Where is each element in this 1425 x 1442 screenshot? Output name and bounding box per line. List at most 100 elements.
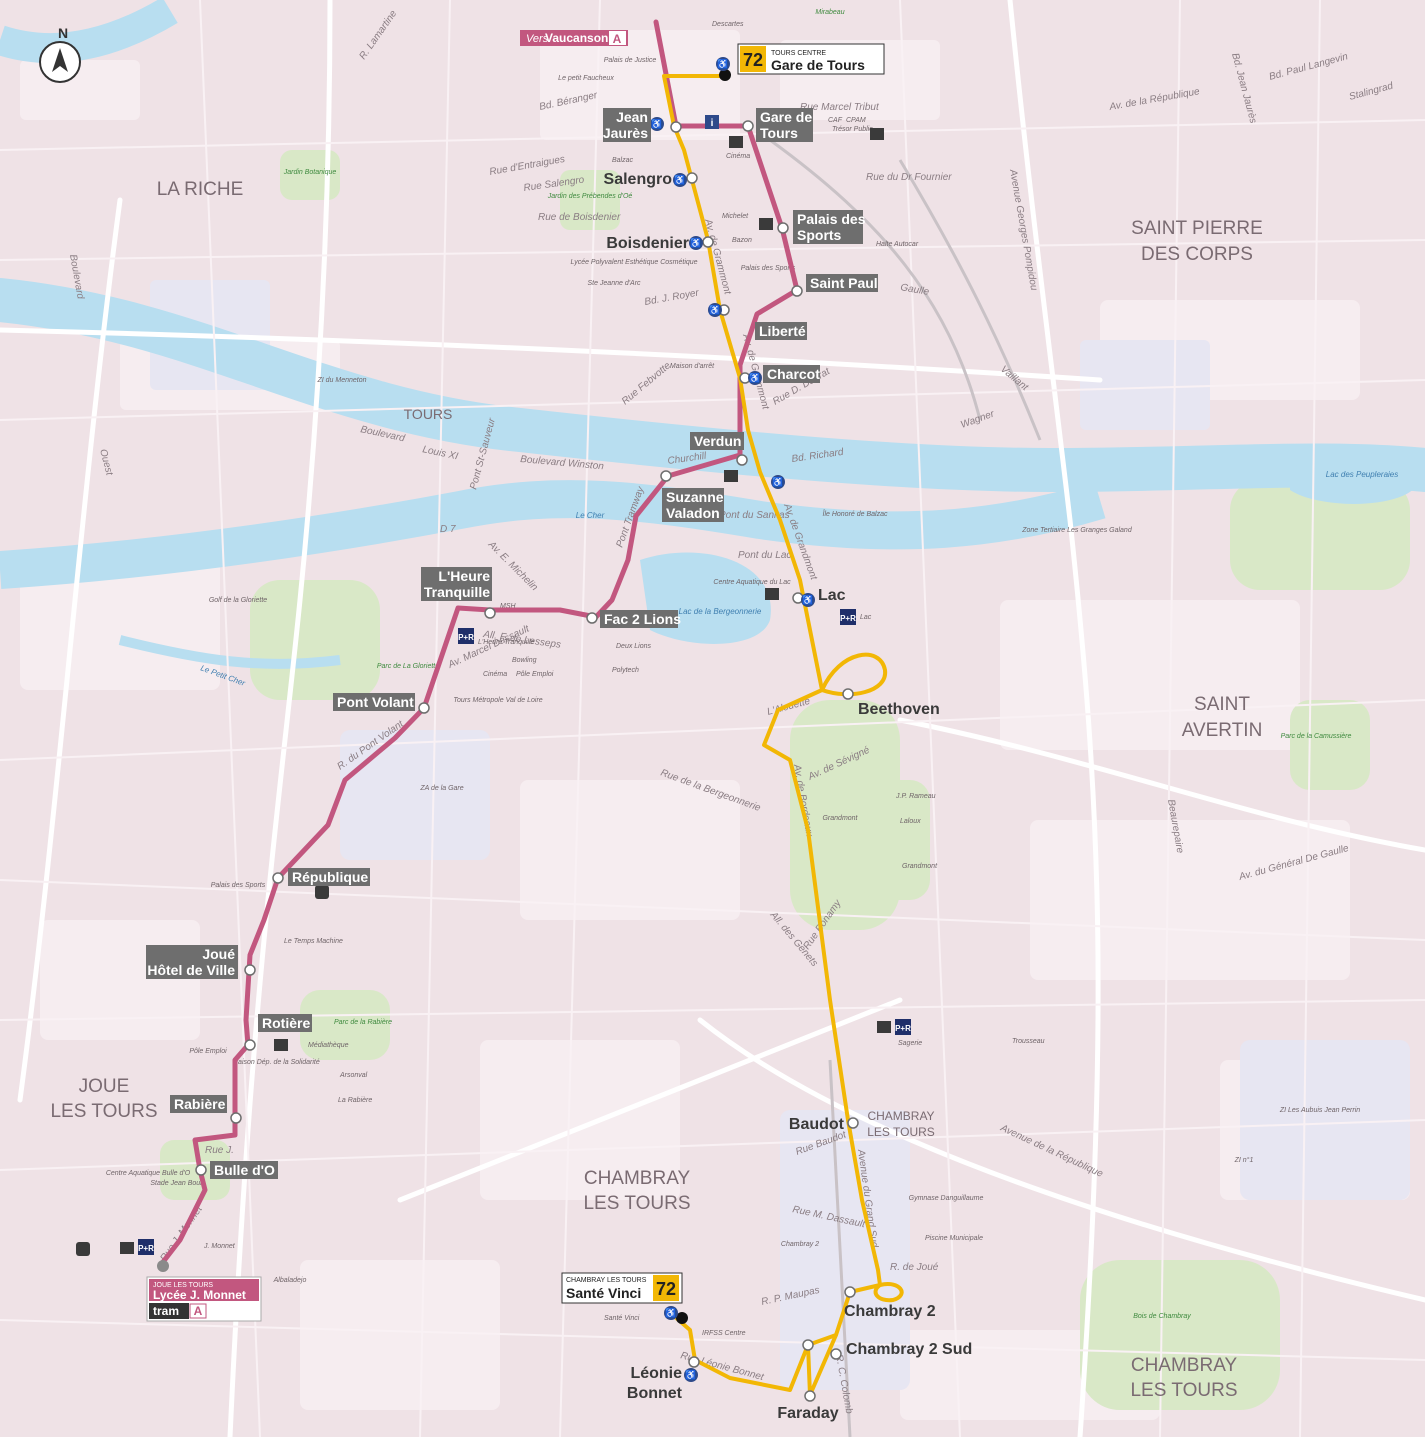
svg-text:Rotière: Rotière [262,1015,310,1031]
stop-dot-fac[interactable] [586,612,598,624]
stop-labels[interactable]: Jean Jaurès Gare de Tours Salengro Palai… [146,108,972,1422]
svg-text:Tours: Tours [760,125,798,141]
stop-rabiere[interactable]: Rabière [170,1095,227,1113]
stop-chambray-2-sud[interactable]: Chambray 2 Sud [846,1341,972,1358]
stop-beethoven[interactable]: Beethoven [858,701,940,718]
poi-stade: Stade Jean Bouin [150,1180,205,1187]
stop-gare-tours[interactable]: Gare de Tours [756,108,813,142]
terminus-dot-monnet[interactable] [157,1260,169,1272]
stop-liberte[interactable]: Liberté [755,322,807,340]
label-parc-rabiere: Parc de la Rabière [334,1019,392,1026]
stop-dot-chambray-2-sud[interactable] [830,1348,842,1360]
line-number-south: 72 [656,1279,676,1299]
stop-dot-jean-jaures[interactable] [670,121,682,133]
accessible-icons: ♿ ♿ ♿ ♿ ♿ ♿ ♿ ♿ ♿ ♿ [650,57,815,1382]
stop-saint-paul[interactable]: Saint Paul [806,274,878,292]
poi-gymnase: Gymnase Danguillaume [909,1195,984,1202]
street-pont-lac: Pont du Lac [738,550,791,561]
stop-rotiere[interactable]: Rotière [258,1014,312,1032]
area-saint-pierre-2: DES CORPS [1141,244,1253,265]
stop-jean-jaures[interactable]: Jean Jaurès [603,108,651,142]
street-de-joue: R. de Joué [890,1262,939,1273]
street-rue-j: Rue J. [205,1145,234,1156]
poi-piscine: Piscine Municipale [925,1235,983,1242]
stop-dot-beethoven[interactable] [842,688,854,700]
label-mirabeau: Mirabeau [815,9,844,16]
stop-baudot[interactable]: Baudot [789,1116,845,1133]
street-churchill: Churchill [667,451,708,467]
stop-dot-verdun[interactable] [736,454,748,466]
poi-grandmont2: Grandmont [902,863,938,870]
stop-joue-hdv[interactable]: Joué Hôtel de Ville [146,945,238,979]
poi-lac-park: Lac [860,614,872,621]
tram-direction-sign: Vers Vaucanson A [520,30,628,46]
area-joue-2: LES TOURS [50,1101,157,1122]
poi-za-gare: ZA de la Gare [419,785,463,792]
stop-dot-baudot[interactable] [847,1117,859,1129]
stop-dot-saint-paul[interactable] [791,285,803,297]
stop-boisdenier[interactable]: Boisdenier [606,235,689,252]
poi-msh: MSH [500,603,517,610]
poi-cpam: CPAM [846,117,866,124]
stop-dot-gare[interactable] [742,120,754,132]
wheelchair-icon: ♿ [772,476,783,487]
stop-dot-pont-volant[interactable] [418,702,430,714]
stop-verdun[interactable]: Verdun [690,432,744,450]
label-bois-chambray: Bois de Chambray [1133,1313,1191,1320]
stop-fac-2-lions[interactable]: Fac 2 Lions [600,610,681,628]
stop-dot-salengro[interactable] [686,172,698,184]
stop-charcot[interactable]: Charcot [763,365,820,383]
stop-dot-leonie[interactable] [688,1356,700,1368]
stop-dot-chambray-loop[interactable] [802,1339,814,1351]
svg-text:P+R: P+R [840,614,856,623]
poi-ile-honore: Île Honoré de Balzac [823,509,888,518]
stop-dot-suzanne[interactable] [660,470,672,482]
stop-suzanne-valadon[interactable]: Suzanne Valadon [662,488,724,522]
tram-mode-label: tram [153,1304,179,1318]
stop-dot-palais-sports[interactable] [777,222,789,234]
stop-faraday[interactable]: Faraday [777,1405,838,1422]
tram-vers-name: Vaucanson [545,31,608,45]
green-labels: Jardin Botanique Jardin des Prébendes d'… [283,9,1352,1320]
stop-dot-rabiere[interactable] [230,1112,242,1124]
stop-palais-sports[interactable]: Palais des Sports [793,210,866,244]
stop-pont-volant[interactable]: Pont Volant [333,693,415,711]
stop-dot-rotiere[interactable] [244,1039,256,1051]
stop-salengro[interactable]: Salengro [604,171,673,188]
bike-icon [759,218,773,230]
park-ride-icon-lac: P+R [840,609,856,625]
stop-leonie-bonnet-2[interactable]: Bonnet [627,1385,683,1402]
stop-bulle-do[interactable]: Bulle d'O [210,1161,278,1179]
stop-lheure-tranquille[interactable]: L'Heure Tranquille [421,567,492,601]
svg-text:Palais des: Palais des [797,211,866,227]
terminus-south-name: Santé Vinci [566,1285,641,1301]
stop-dot-faraday[interactable] [804,1390,816,1402]
poi-bazon: Bazon [732,237,752,244]
stop-chambray-2[interactable]: Chambray 2 [844,1303,936,1320]
poi-cinema: Cinéma [726,153,750,160]
stop-dot-chambray-2[interactable] [844,1286,856,1298]
area-la-riche: LA RICHE [157,179,244,200]
north-label: N [58,25,68,41]
area-labels: LA RICHE TOURS SAINT PIERRE DES CORPS SA… [50,179,1262,1401]
tram-vers-letter: A [613,32,622,46]
tram-terminus-city: JOUE LES TOURS [153,1282,213,1289]
terminus-dot-sante-vinci[interactable] [676,1312,688,1324]
poi-tresor: Trésor Public [832,126,873,133]
poi-caf: CAF [828,117,843,124]
poi-ste-jeanne: Ste Jeanne d'Arc [587,280,641,287]
info-icon-label: i [711,118,714,129]
terminus-sante-box: 72 CHAMBRAY LES TOURS Santé Vinci [561,1272,683,1304]
stop-dot-joue-hdv[interactable] [244,964,256,976]
stop-leonie-bonnet-1[interactable]: Léonie [630,1365,682,1382]
stop-dot-lheure[interactable] [484,607,496,619]
stop-dot-bulle[interactable] [195,1164,207,1176]
label-prebendes: Jardin des Prébendes d'Oé [547,193,633,200]
terminus-dot-gare[interactable] [719,69,731,81]
stop-dot-republique[interactable] [272,872,284,884]
stop-lac[interactable]: Lac [818,587,846,604]
poi-heure-park: L'Heure Tranquille [478,639,535,646]
stop-dot-boisdenier[interactable] [702,236,714,248]
stop-republique[interactable]: République [288,868,370,886]
